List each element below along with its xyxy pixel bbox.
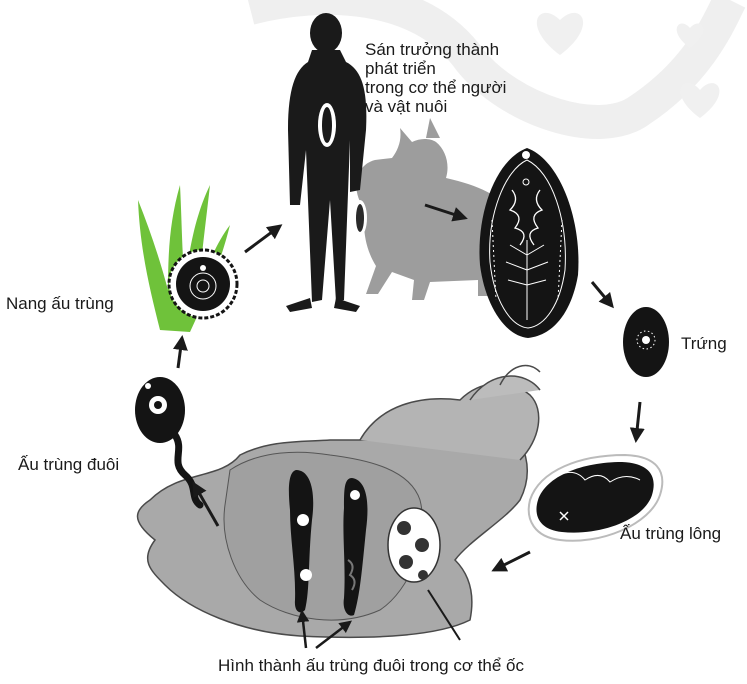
label-snail-stage: Hình thành ấu trùng đuôi trong cơ thể ốc <box>218 655 524 676</box>
small-fluke-icon <box>353 200 367 236</box>
label-adult-line-2: phát triển <box>365 59 506 78</box>
cyst-icon <box>169 250 237 318</box>
label-egg: Trứng <box>681 333 727 354</box>
label-adult-line-1: Sán trưởng thành <box>365 40 506 59</box>
cycle-arrow-icon <box>245 226 280 252</box>
label-metacercaria: Nang ấu trùng <box>6 293 114 314</box>
label-miracidium: Ấu trùng lông <box>620 523 721 544</box>
egg-icon <box>623 307 669 377</box>
cycle-arrow-icon <box>592 282 612 306</box>
label-adult-line-3: trong cơ thể người <box>365 78 506 97</box>
human-silhouette-icon <box>286 13 366 312</box>
label-adult-fluke: Sán trưởng thành phát triển trong cơ thể… <box>365 40 506 116</box>
label-adult-line-4: và vật nuôi <box>365 97 506 116</box>
adult-liver-fluke-icon <box>479 148 578 338</box>
cycle-arrow-icon <box>494 552 530 570</box>
cycle-arrow-icon <box>178 338 182 368</box>
cycle-arrow-icon <box>636 402 640 440</box>
label-cercaria: Ấu trùng đuôi <box>18 454 119 475</box>
cercaria-icon <box>135 377 200 505</box>
